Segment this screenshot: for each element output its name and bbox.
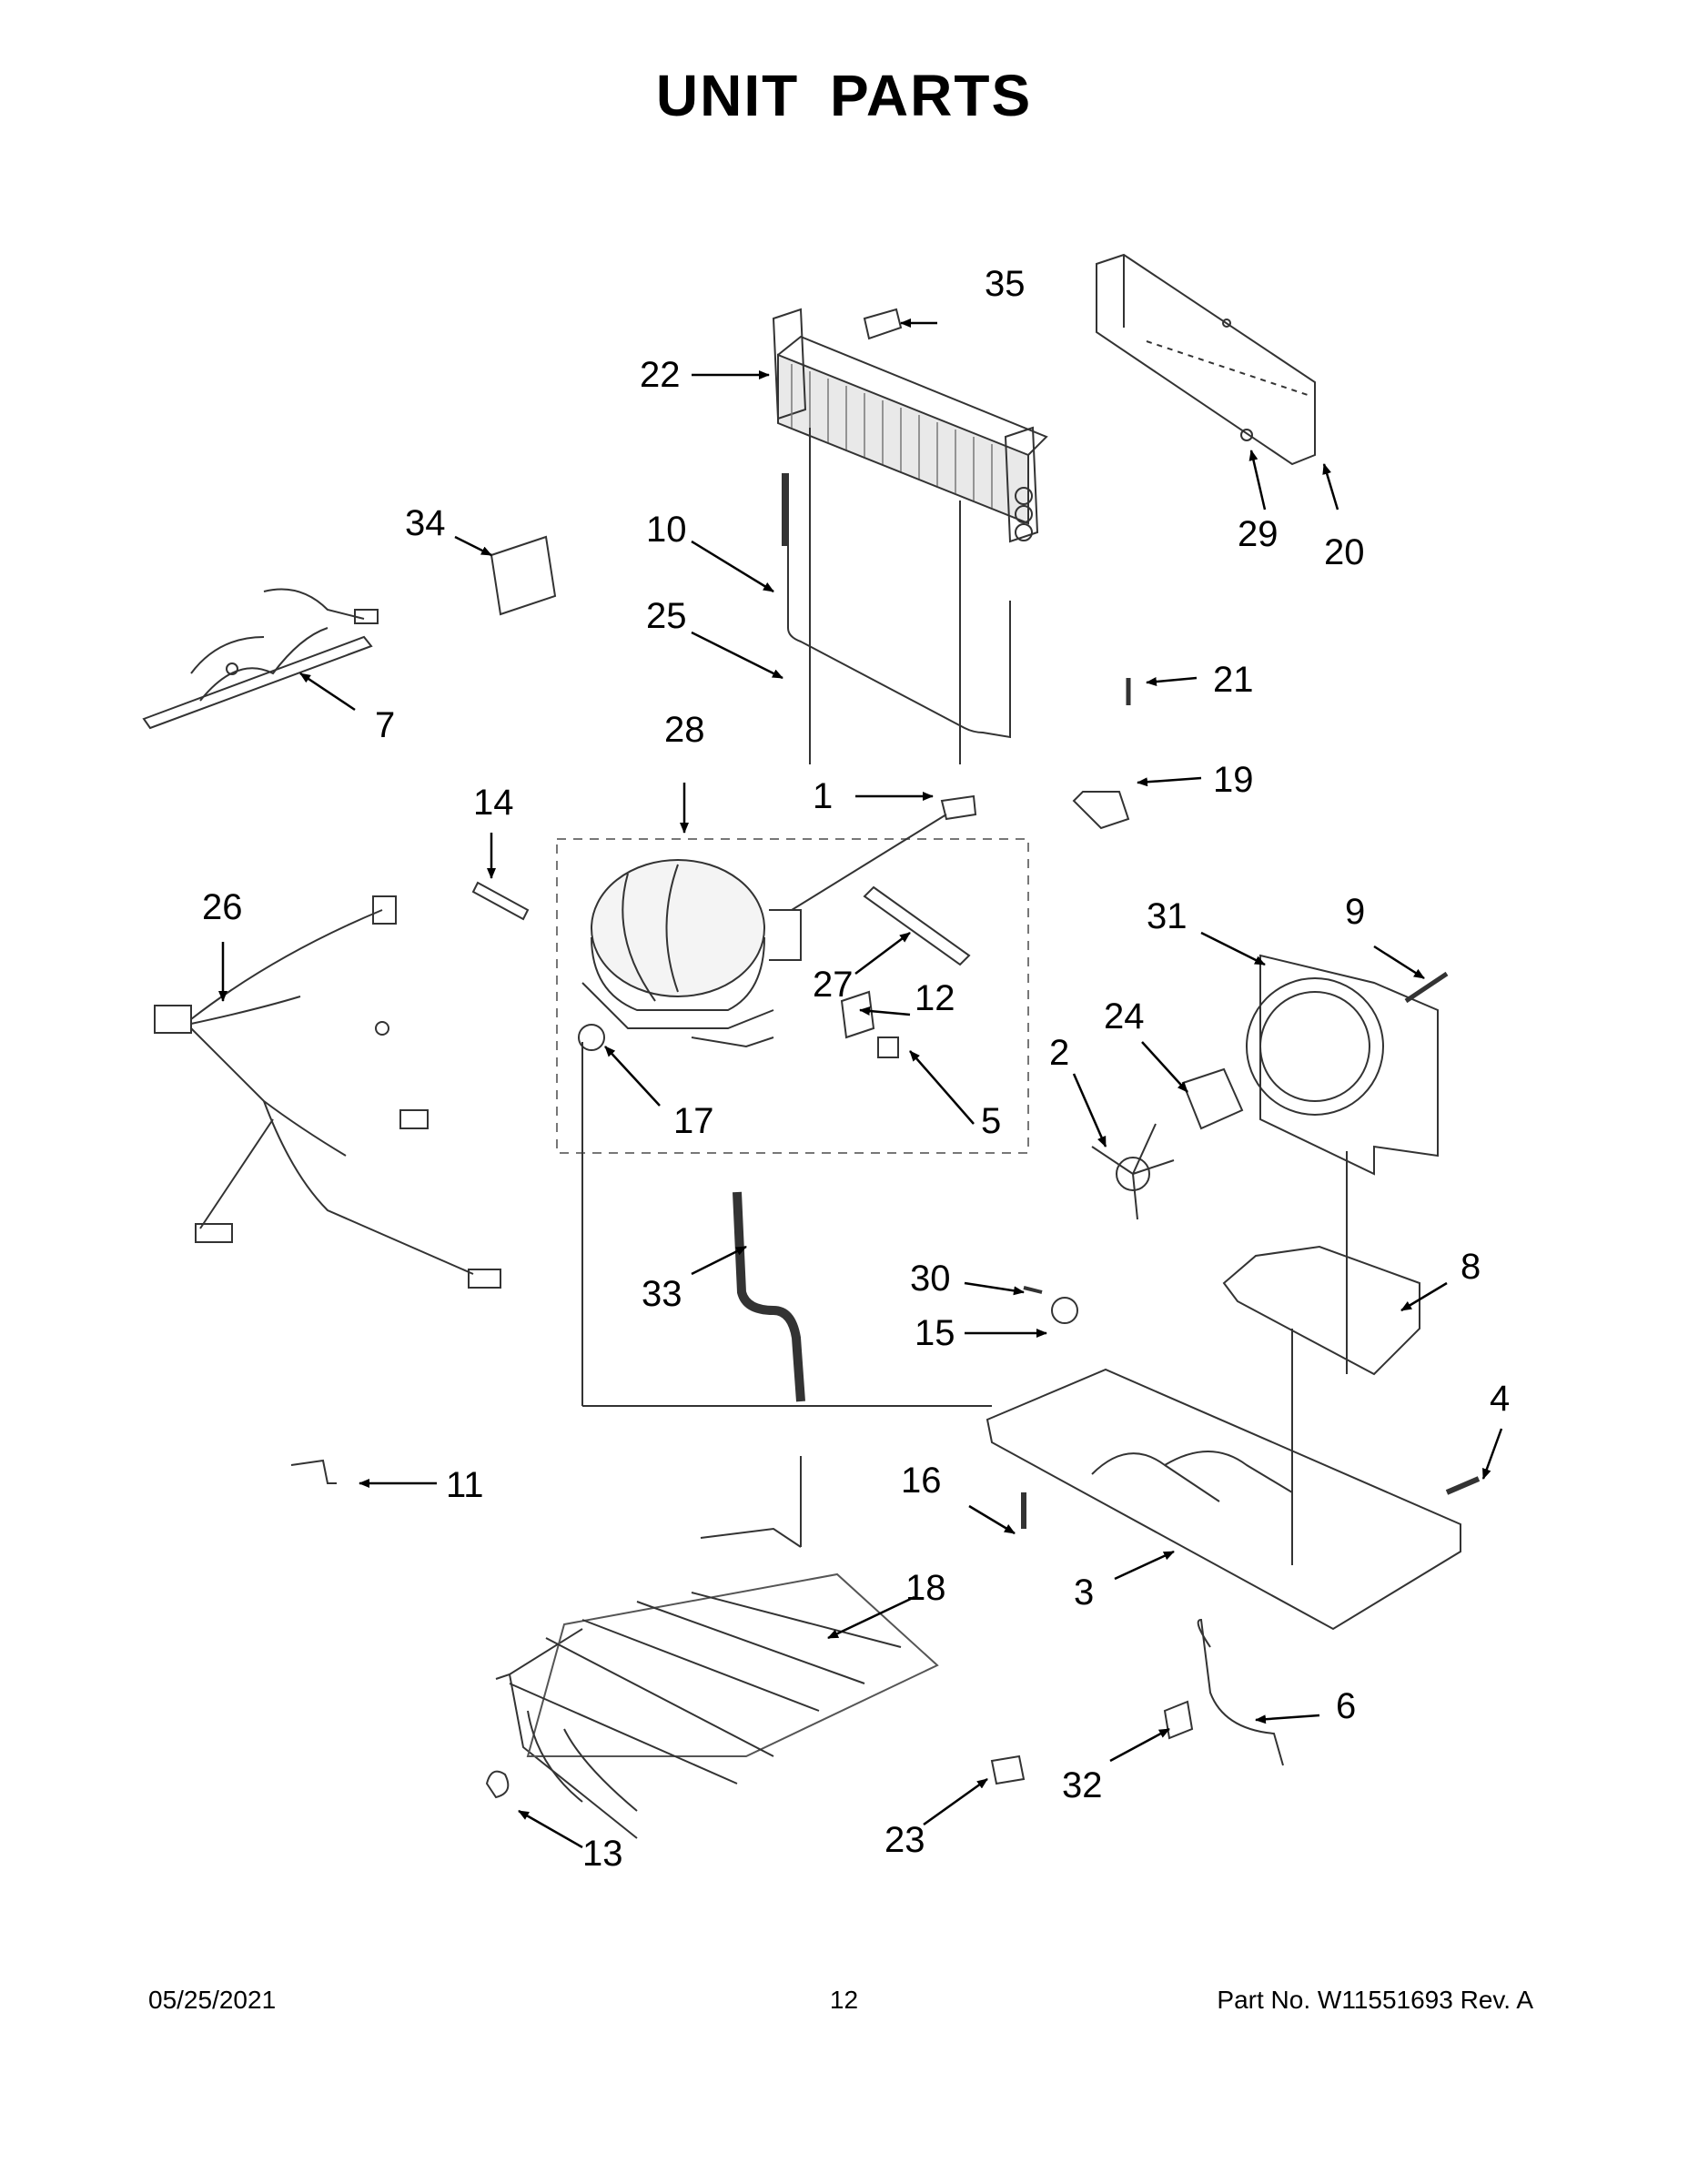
footer-date: 05/25/2021 (148, 1986, 277, 2014)
callout-22: 22 (640, 355, 681, 395)
compressor-dashed-box (556, 838, 1029, 1154)
footer-page-number: 12 (829, 1986, 859, 2014)
callout-28: 28 (664, 710, 705, 750)
tube-assembly (787, 473, 1011, 739)
wire-harness-26 (154, 895, 501, 1289)
callout-8: 8 (1461, 1247, 1481, 1287)
page-title: UNIT PARTS (655, 63, 1033, 128)
callout-24: 24 (1104, 996, 1145, 1036)
heater-6 (1197, 1618, 1284, 1766)
callout-10: 10 (646, 510, 687, 550)
wire-harness-7 (142, 588, 379, 730)
callout-2: 2 (1049, 1033, 1069, 1073)
base-pan (986, 1368, 1461, 1631)
screw (1240, 429, 1253, 441)
callout-23: 23 (884, 1820, 925, 1860)
callout-16: 16 (901, 1461, 942, 1501)
callout-9: 9 (1345, 892, 1365, 932)
callout-26: 26 (202, 887, 243, 927)
pin-30 (1023, 1286, 1043, 1294)
callout-18: 18 (905, 1568, 946, 1608)
callout-4: 4 (1490, 1379, 1510, 1419)
callout-15: 15 (915, 1313, 955, 1353)
callout-29: 29 (1238, 514, 1279, 554)
callout-20: 20 (1324, 532, 1365, 572)
callout-35: 35 (985, 264, 1026, 304)
drain-tube (733, 1191, 805, 1402)
service-valve (940, 794, 977, 821)
filter-drier (863, 885, 971, 966)
grommet-15 (1051, 1297, 1078, 1324)
callout-19: 19 (1213, 760, 1254, 800)
callout-14: 14 (473, 783, 514, 823)
callout-32: 32 (1062, 1765, 1103, 1805)
callout-30: 30 (910, 1259, 951, 1299)
callout-25: 25 (646, 596, 687, 636)
callout-17: 17 (673, 1101, 714, 1141)
start-relay (840, 990, 875, 1039)
ground-strap (471, 881, 530, 921)
fan-bracket (1222, 1245, 1420, 1376)
callout-7: 7 (375, 705, 395, 745)
grommet (578, 1024, 605, 1051)
thermostat (990, 1754, 1026, 1785)
footer-part-number: Part No. W11551693 Rev. A (1217, 1986, 1533, 2014)
fan-motor (1181, 1067, 1244, 1130)
callout-5: 5 (981, 1101, 1001, 1141)
clip-13 (485, 1770, 510, 1799)
fan-shroud (1246, 954, 1439, 1176)
callout-13: 13 (582, 1834, 623, 1874)
callout-33: 33 (642, 1274, 682, 1314)
condenser-cover (1096, 253, 1316, 466)
fan-blade (1091, 1123, 1175, 1220)
control-board (490, 535, 557, 616)
callout-3: 3 (1074, 1572, 1094, 1613)
callout-6: 6 (1336, 1686, 1356, 1726)
bracket-19 (1072, 791, 1130, 830)
callout-31: 31 (1147, 896, 1188, 936)
callout-11: 11 (446, 1465, 484, 1505)
callout-21: 21 (1213, 660, 1254, 700)
clip-11 (290, 1459, 337, 1484)
relay-cover (877, 1036, 899, 1058)
screw-9 (1404, 971, 1449, 1004)
callout-12: 12 (915, 978, 955, 1018)
evaporator-coil (495, 1456, 939, 1839)
screw-4 (1445, 1476, 1481, 1495)
callout-34: 34 (405, 503, 446, 543)
compressor (581, 859, 802, 1048)
callout-1: 1 (813, 776, 833, 816)
insulator-32 (1163, 1700, 1194, 1740)
callout-27: 27 (813, 965, 854, 1005)
foam-strip (863, 308, 903, 340)
condenser-coil (772, 308, 1048, 764)
